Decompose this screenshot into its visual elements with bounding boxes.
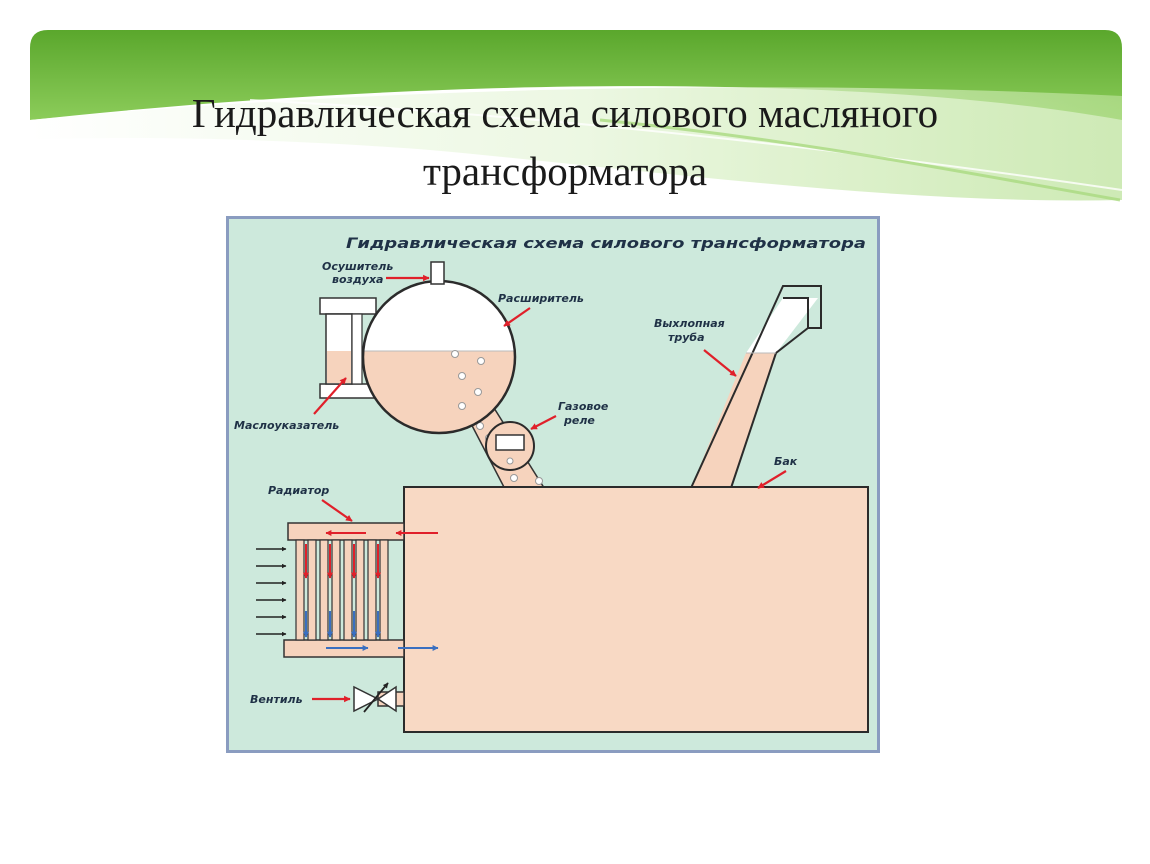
svg-text:Радиатор: Радиатор [268,484,329,497]
valve-icon [353,682,405,713]
label-oil-gauge: Маслоуказатель [234,377,347,432]
svg-text:труба: труба [668,331,705,344]
diagram-heading: Гидравлическая схема силового трансформа… [346,236,866,252]
label-gas-relay: Газовое реле [530,400,609,430]
svg-text:Газовое: Газовое [558,400,609,413]
air-dryer-icon [430,261,445,285]
svg-text:Выхлопная: Выхлопная [654,317,725,330]
radiator [256,522,439,658]
svg-text:Бак: Бак [774,455,798,468]
svg-text:Маслоуказатель: Маслоуказатель [234,419,339,432]
label-air-dryer: Осушитель воздуха [322,260,430,286]
svg-text:Расширитель: Расширитель [498,292,584,305]
transformer-hydraulic-diagram: Гидравлическая схема силового трансформа… [226,216,880,753]
slide-title-line-2: трансформатора [422,148,708,194]
header-banner [30,30,1123,202]
svg-text:реле: реле [563,414,595,427]
svg-text:Вентиль: Вентиль [250,693,303,706]
gas-relay-icon [485,421,535,471]
label-expander: Расширитель [498,292,584,327]
label-valve: Вентиль [250,693,351,706]
svg-text:Осушитель: Осушитель [322,260,393,273]
label-exhaust-pipe: Выхлопная труба [654,317,737,377]
label-tank: Бак [757,455,798,489]
exhaust-pipe [690,285,822,489]
svg-text:воздуха: воздуха [332,273,383,286]
transformer-tank [403,486,869,733]
slide-title-line-1: Гидравлическая схема силового масляного [191,90,939,136]
slide-title: Гидравлическая схема силового масляного … [130,84,1000,200]
label-radiator: Радиатор [268,484,353,522]
